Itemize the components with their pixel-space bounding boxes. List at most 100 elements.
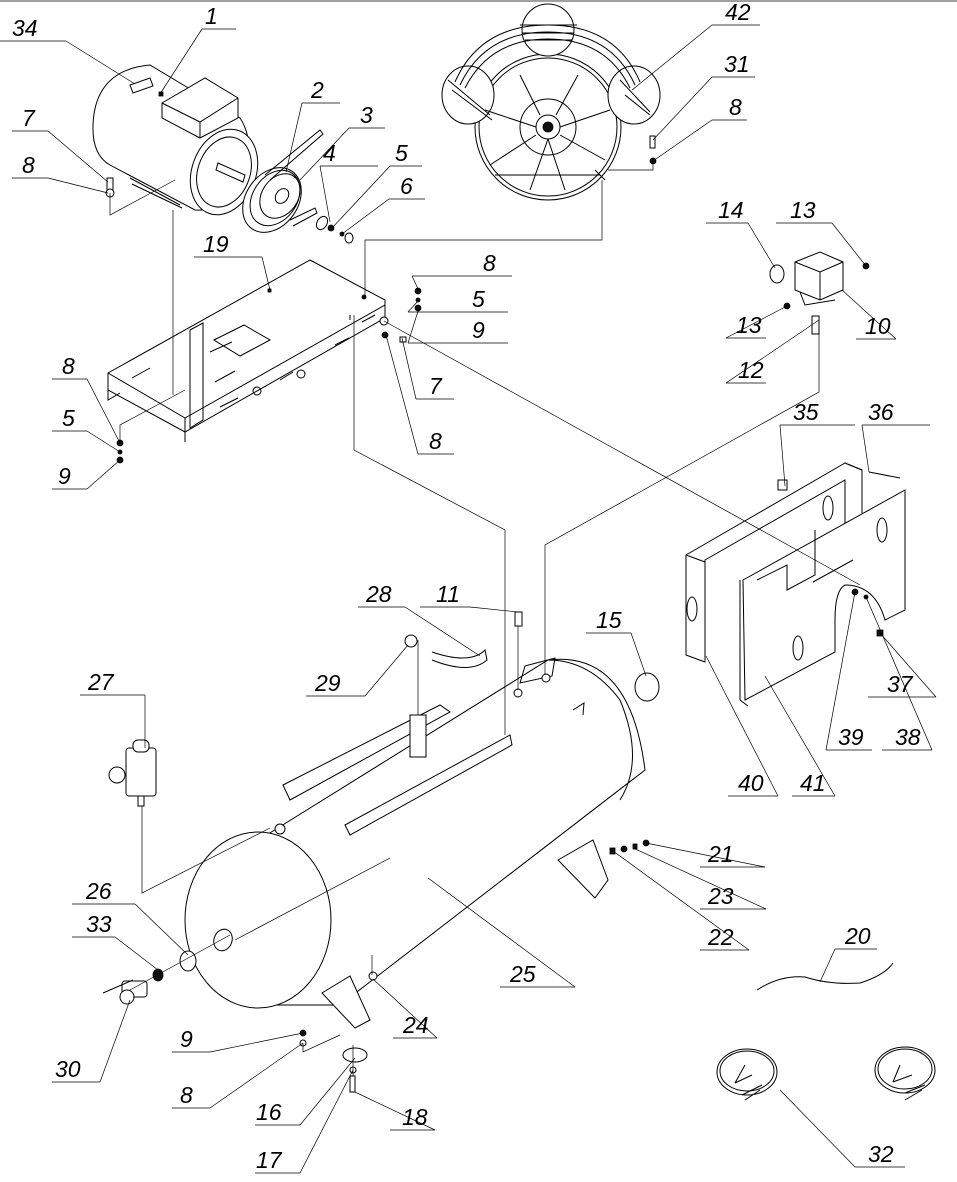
callout-screw: 21	[645, 841, 766, 868]
callout-nut: 38	[865, 596, 933, 751]
check-valve	[514, 611, 523, 627]
callout-leader	[341, 198, 390, 235]
callout-leader	[725, 305, 788, 339]
fitting-nut	[541, 673, 551, 683]
callout-number: 27	[87, 669, 115, 695]
callout-washer: 39	[825, 591, 872, 751]
callout-bolt: 6	[341, 173, 425, 235]
callout-leader	[285, 102, 303, 173]
hose	[756, 962, 894, 991]
callout-number: 8	[729, 94, 742, 120]
elbow-fitting	[404, 634, 418, 648]
callout-leader	[299, 127, 350, 181]
callout-number: 32	[868, 1141, 894, 1167]
callout-leader	[209, 1032, 304, 1053]
belt-guard	[685, 462, 906, 707]
callout-number: 31	[724, 51, 750, 77]
motor-pulley	[242, 167, 302, 233]
callout-number: 26	[85, 878, 112, 904]
callout-number: 42	[725, 0, 751, 25]
callout-washer: 8	[411, 250, 512, 292]
callout-leader	[99, 999, 131, 1083]
callout-elbow-fitting: 29	[306, 644, 409, 697]
callout-leader	[354, 1091, 436, 1131]
motor-nameplate	[129, 77, 154, 94]
callout-connector: 12	[725, 319, 820, 384]
callout-pressure-gauge: 15	[586, 607, 647, 677]
callout-leader	[631, 24, 713, 91]
callout-washer: 8	[12, 152, 109, 194]
callout-leader	[705, 655, 779, 797]
tube	[409, 714, 427, 758]
callout-number: 7	[22, 105, 36, 131]
callout-filter-regulator: 27	[80, 669, 146, 748]
callout-leader	[401, 337, 417, 400]
pressure-switch-knob	[769, 264, 785, 284]
callout-leader	[372, 978, 438, 1039]
callout-air-tank: 25	[427, 877, 576, 988]
callout-rubber-foot: 16	[255, 1057, 356, 1126]
callout-leader	[764, 675, 836, 797]
callout-leader	[86, 430, 121, 453]
callout-washer: 23	[632, 847, 767, 910]
callout-delivery-pipe: 28	[358, 581, 481, 657]
callout-belt-guard-front: 41	[764, 675, 836, 797]
bolt	[349, 1075, 356, 1093]
callout-number: 39	[838, 724, 864, 750]
callout-number: 2	[310, 77, 324, 103]
fitting-nut	[513, 688, 523, 698]
callout-motor-mounting-plate: 19	[194, 231, 271, 291]
callout-leader	[819, 948, 836, 983]
callout-leader	[879, 632, 937, 698]
callout-number: 41	[800, 770, 826, 796]
callout-leader	[385, 334, 419, 455]
callout-nipple: 33	[72, 911, 159, 971]
callout-leader	[114, 936, 159, 971]
callout-hose: 20	[819, 923, 877, 983]
callout-nut: 9	[172, 1026, 304, 1053]
callout-leader	[319, 165, 331, 223]
callout-leader	[725, 319, 820, 384]
callout-bracket: 35	[779, 399, 855, 487]
ball-valve	[102, 979, 148, 1005]
callout-number: 5	[472, 286, 485, 312]
callout-leader	[652, 119, 713, 162]
callout-bolt: 18	[354, 1091, 436, 1131]
callout-number: 22	[707, 924, 734, 950]
callout-leader	[364, 644, 409, 697]
callout-number: 10	[865, 313, 891, 339]
callout-screw: 37	[868, 632, 937, 698]
callout-leader	[404, 606, 481, 657]
callout-washer: 8	[652, 94, 747, 162]
callout-number: 13	[790, 197, 816, 223]
callout-electric-motor: 1	[159, 3, 236, 95]
callout-number: 34	[12, 15, 38, 41]
callout-leader	[779, 1089, 856, 1168]
callout-leader	[299, 1069, 354, 1174]
belt-segment	[289, 207, 318, 227]
callout-number: 8	[483, 250, 496, 276]
callout-number: 18	[402, 1104, 428, 1130]
callout-compressor-pump: 42	[631, 0, 760, 91]
callout-leader	[841, 289, 897, 340]
callout-number: 17	[256, 1147, 283, 1173]
callout-number: 4	[323, 140, 336, 166]
callout-cable-gland: 13	[776, 197, 867, 267]
callout-leader	[407, 299, 420, 313]
tank-foot-front	[321, 975, 371, 1029]
callout-nut: 9	[407, 307, 508, 344]
callout-leader	[469, 606, 519, 613]
callout-leader	[86, 378, 121, 444]
callout-number: 14	[718, 197, 744, 223]
pressure-switch	[794, 251, 844, 306]
pump-rail	[282, 704, 451, 801]
callout-number: 38	[895, 724, 921, 750]
callout-leader	[261, 256, 271, 291]
fitting-nut	[274, 823, 286, 835]
callout-number: 9	[472, 317, 485, 343]
callout-leader	[407, 307, 420, 344]
callout-check-valve: 11	[420, 581, 519, 613]
callout-leader	[779, 424, 786, 487]
